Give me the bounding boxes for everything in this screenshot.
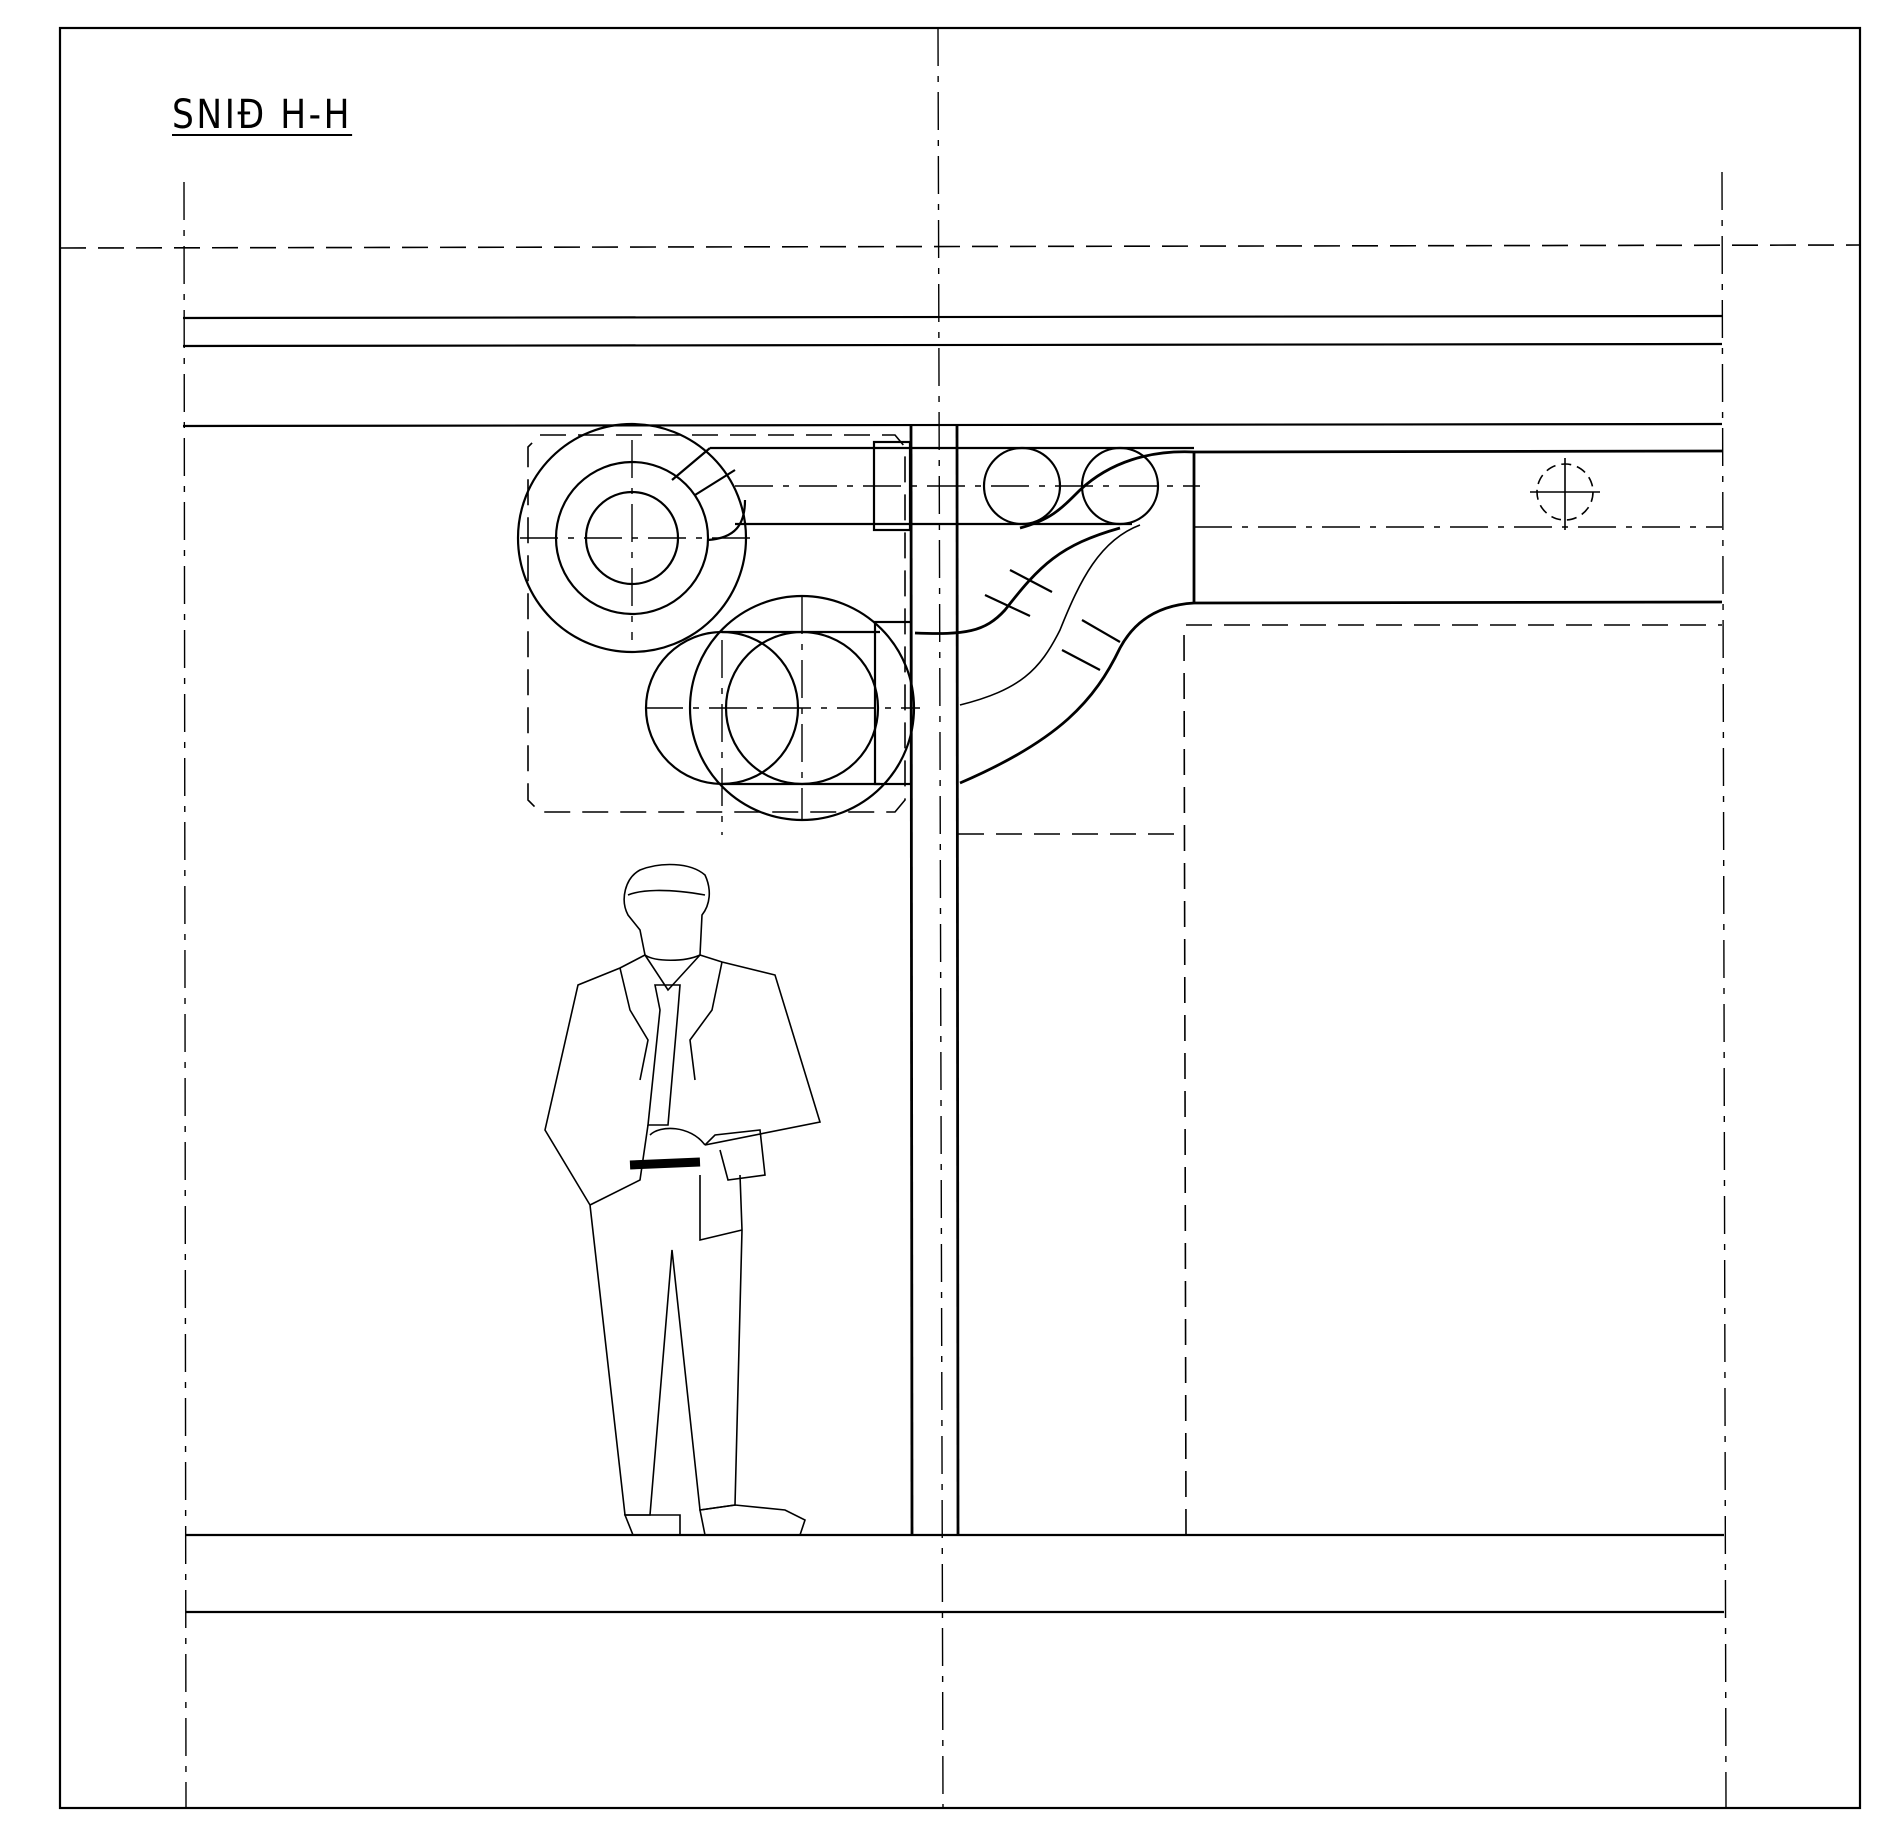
section-title: SNIÐ H-H — [172, 92, 353, 138]
target-marker — [1530, 458, 1600, 530]
human-figure — [544, 863, 822, 1536]
top-level-dashed-line — [59, 244, 1861, 249]
fan-box-dashed — [527, 434, 906, 813]
main-duct — [914, 449, 1723, 785]
outer-frame — [58, 26, 1862, 1810]
upper-fan — [516, 422, 750, 654]
wall-column — [909, 425, 960, 1536]
grid-axes — [183, 27, 1727, 1809]
lower-fan — [644, 594, 920, 835]
equipment-outline-dashed — [958, 624, 1722, 1536]
upper-duct — [710, 440, 1200, 532]
ceiling-slab — [182, 314, 1723, 428]
floor-slab — [186, 1533, 1724, 1614]
